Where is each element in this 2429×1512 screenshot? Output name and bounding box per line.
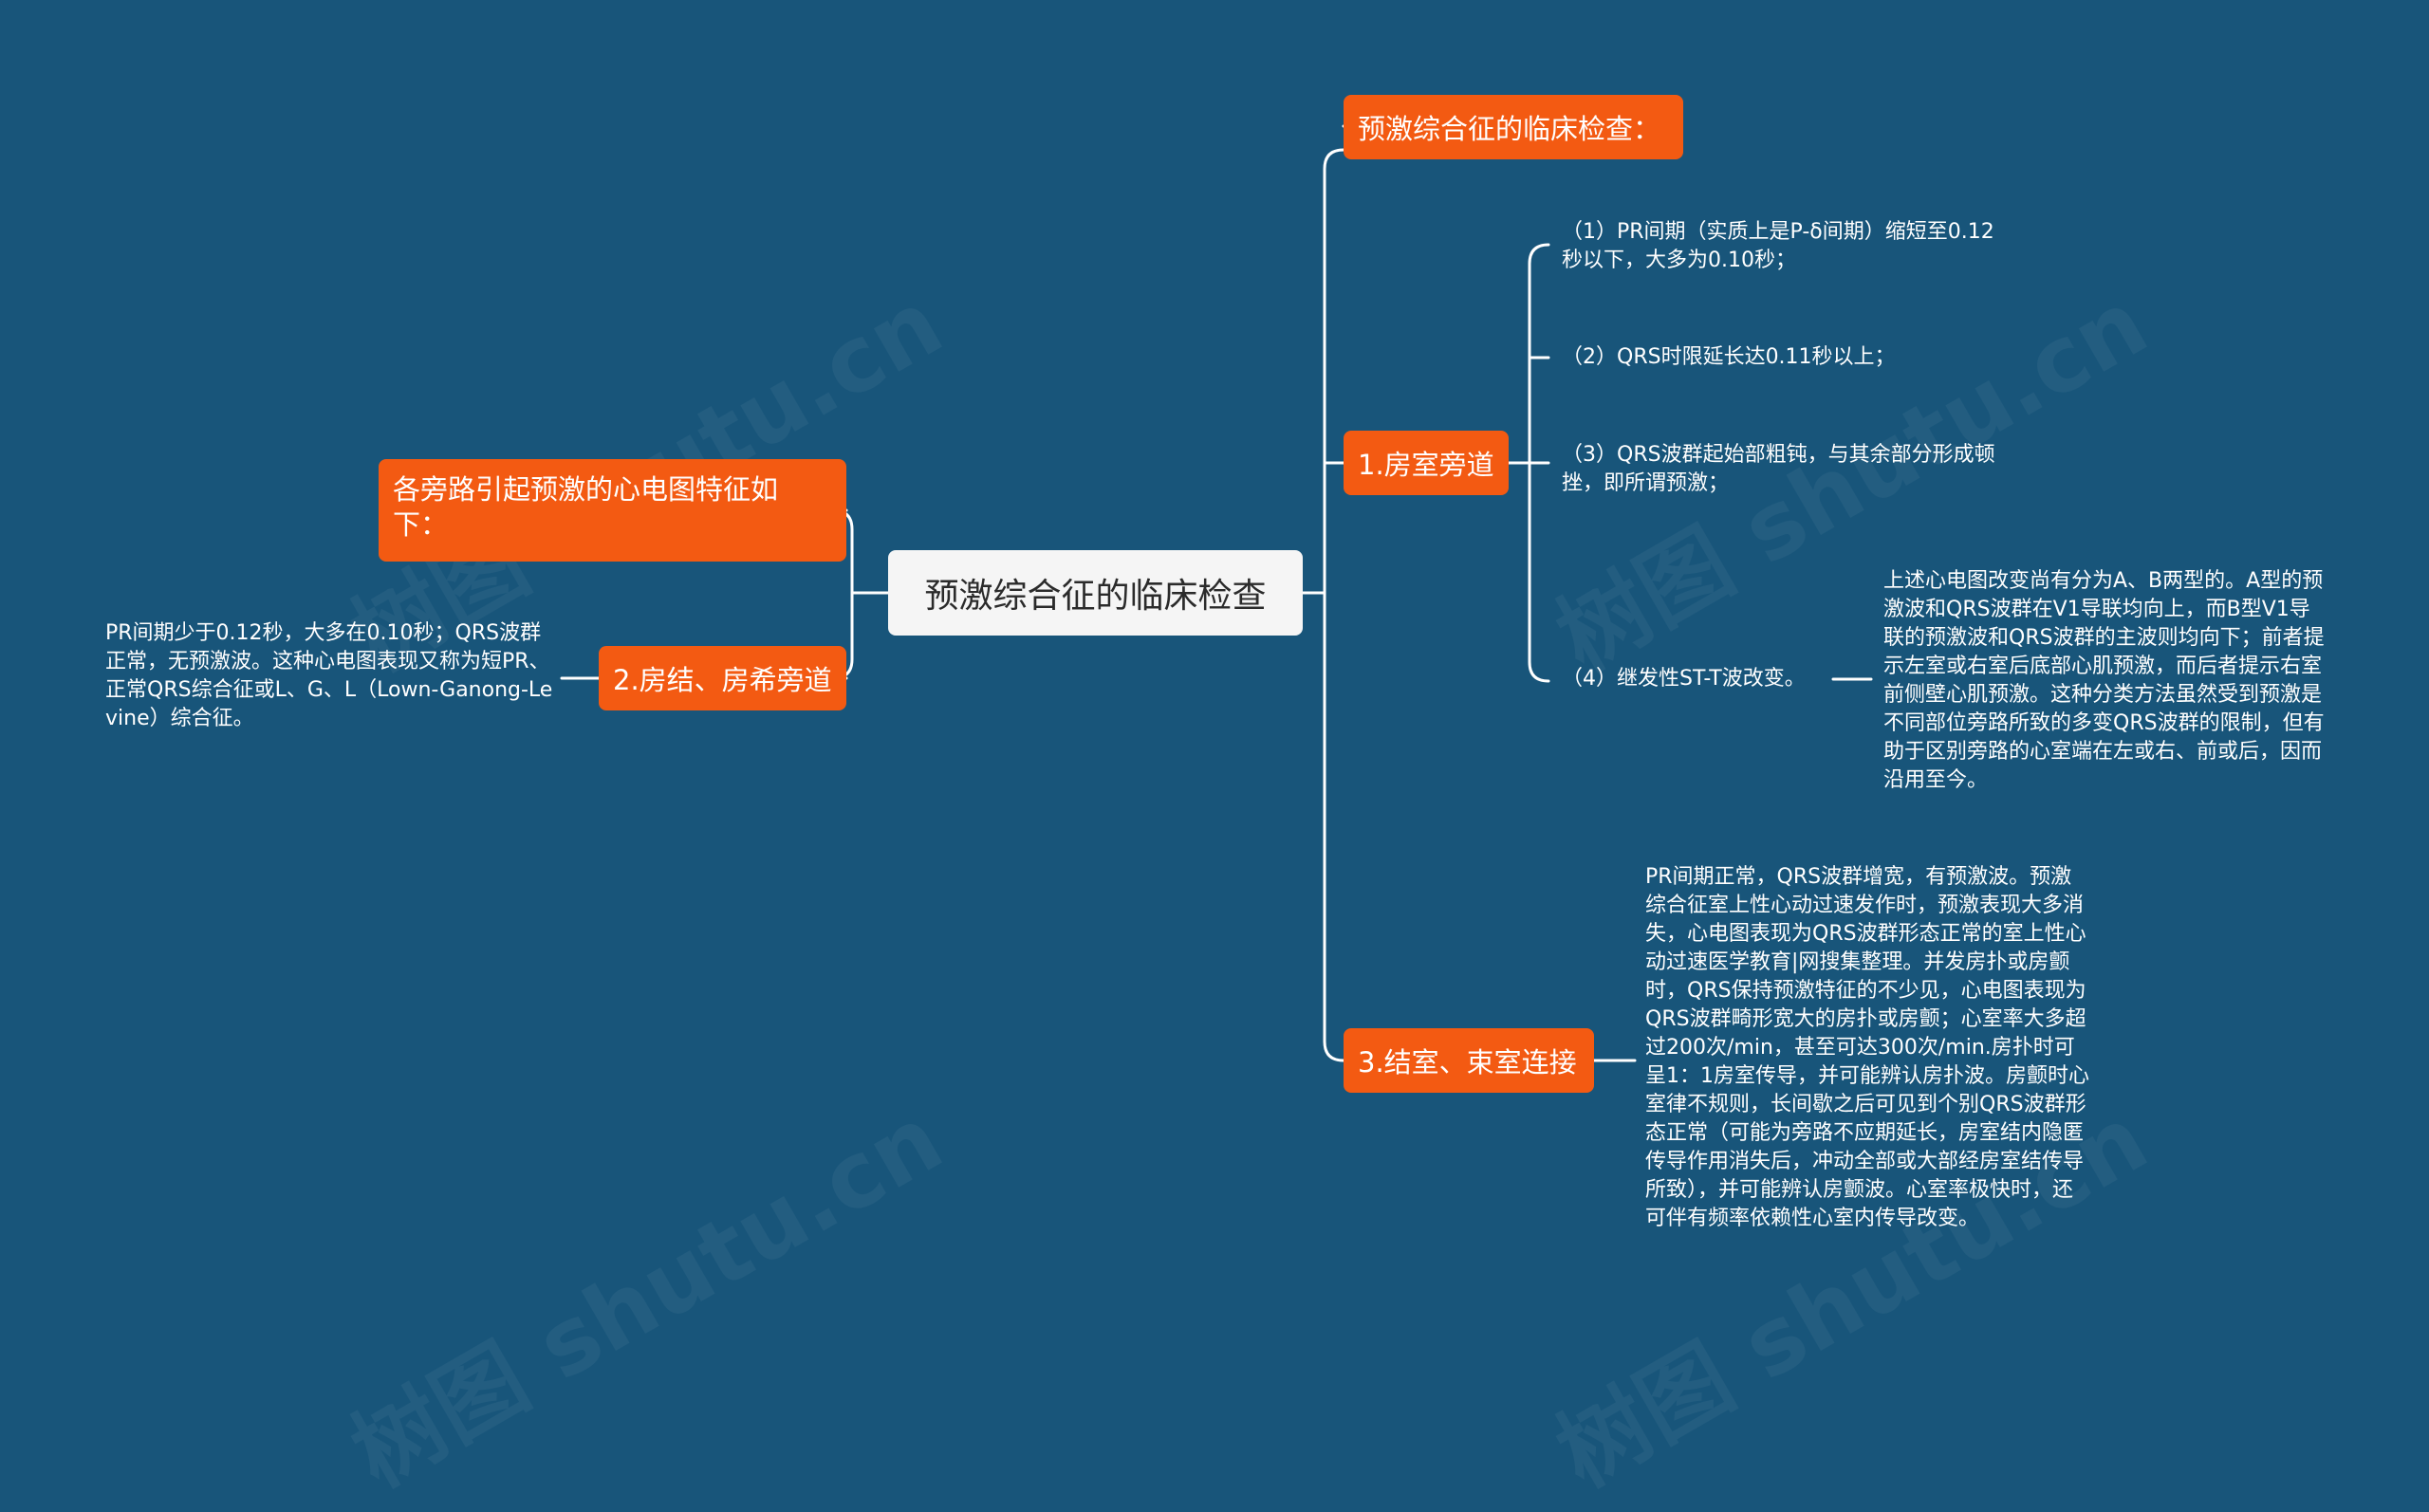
node1-item-3: （3）QRS波群起始部粗钝，与其余部分形成顿挫，即所谓预激； [1562,443,1995,495]
node1-item-4: （4）继发性ST-T波改变。 [1562,667,1806,691]
link-right-spine [1323,148,1345,1062]
node3-junction-ventricular[interactable]: 3.结室、束室连接 [1344,1028,1594,1093]
node3-detail: PR间期正常，QRS波群增宽，有预激波。预激综合征室上性心动过速发作时，预激表现… [1645,865,2089,1230]
node3-label: 3.结室、束室连接 [1358,1046,1577,1079]
node2-room-junction-bypass[interactable]: 2.房结、房希旁道 [599,646,846,710]
link-node1-spine [1528,243,1550,683]
features-title-node[interactable]: 各旁路引起预激的心电图特征如下： [379,459,846,562]
root-node[interactable]: 预激综合征的临床检查 [888,550,1303,636]
node2-label: 2.房结、房希旁道 [613,664,832,696]
clinical-title-label: 预激综合征的临床检查： [1358,113,1661,145]
node1-item-1: （1）PR间期（实质上是P-δ间期）缩短至0.12秒以下，大多为0.10秒； [1562,220,1994,272]
item4-detail: 上述心电图改变尚有分为A、B两型的。A型的预激波和QRS波群在V1导联均向上，而… [1883,569,2325,792]
node2-detail: PR间期少于0.12秒，大多在0.10秒；QRS波群正常，无预激波。这种心电图表… [105,621,553,730]
node1-av-bypass[interactable]: 1.房室旁道 [1344,431,1509,495]
link-left-bracket [851,510,870,675]
watermark: 树图 shutu.cn [334,1085,959,1508]
features-title-label: 各旁路引起预激的心电图特征如下： [393,473,779,541]
node1-label: 1.房室旁道 [1358,449,1494,481]
clinical-title-node[interactable]: 预激综合征的临床检查： [1344,95,1683,159]
root-label: 预激综合征的临床检查 [924,577,1267,616]
node1-item-2: （2）QRS时限延长达0.11秒以上； [1562,345,1896,369]
mindmap-canvas: 树图 shutu.cn 树图 shutu.cn 树图 shutu.cn 树图 s… [105,95,2325,1507]
